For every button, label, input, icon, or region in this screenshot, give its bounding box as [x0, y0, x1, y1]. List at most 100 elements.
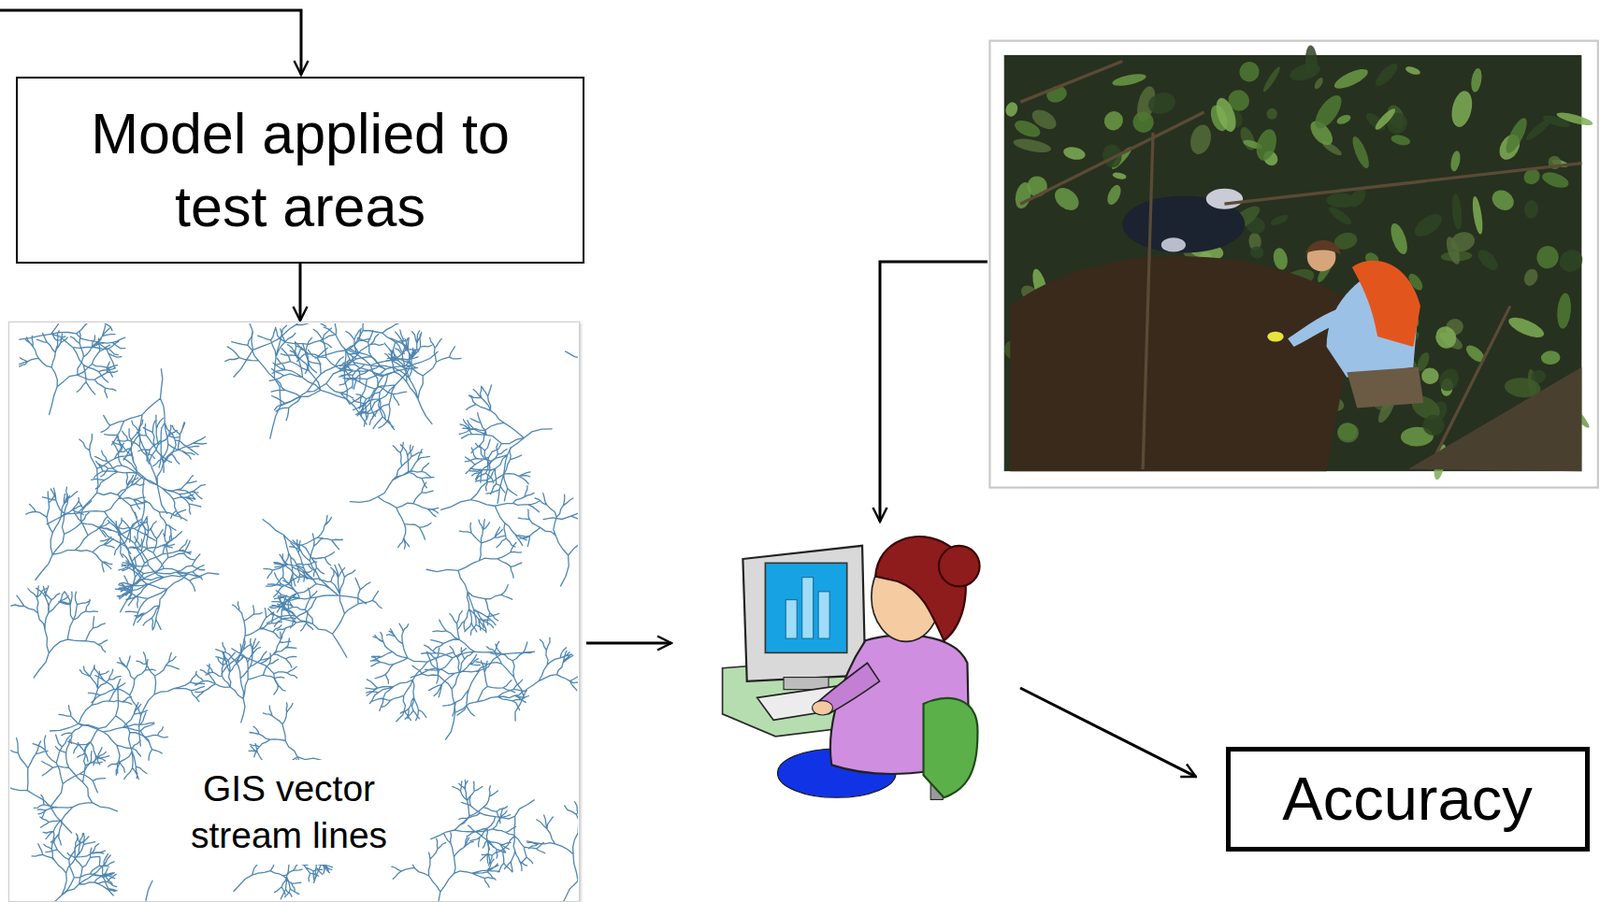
leaf [1271, 246, 1290, 272]
leaf [1331, 65, 1370, 93]
leaf [1523, 200, 1539, 220]
branch [1020, 112, 1204, 204]
stream-line [91, 415, 207, 514]
leaf [1312, 76, 1326, 91]
leaf [1372, 106, 1399, 133]
photo-ground [1004, 55, 1583, 472]
stream-line [426, 519, 522, 636]
leaf [1387, 221, 1412, 257]
branch [1020, 60, 1123, 102]
leaf [1555, 245, 1587, 276]
monitor [742, 546, 865, 682]
leaf [1130, 109, 1157, 136]
leaf [1371, 59, 1401, 89]
stream-line [459, 797, 546, 873]
flow-arrow [586, 642, 672, 646]
leaf [1003, 100, 1020, 119]
leaf [1404, 65, 1422, 77]
leaf [1506, 313, 1547, 342]
stream-line [368, 330, 462, 424]
leaf [1062, 144, 1087, 161]
stream-line [19, 331, 118, 416]
leaf [1534, 244, 1562, 272]
sky-reflection [1161, 237, 1186, 252]
leaf [1421, 367, 1440, 385]
leaf [1100, 107, 1127, 134]
flow-arrow [879, 261, 988, 522]
leaf [1521, 267, 1540, 289]
stream-line [543, 473, 578, 555]
branch [1142, 132, 1154, 470]
leaf [1435, 365, 1463, 395]
chair-back [923, 698, 979, 798]
map-panel: GIS vector stream lines [8, 321, 580, 902]
leaf [1104, 183, 1124, 208]
field-photo [989, 41, 1598, 489]
leaf [1235, 57, 1263, 87]
leaf [1145, 89, 1179, 118]
leaf [1449, 149, 1462, 173]
flow-arrow [299, 263, 303, 321]
stream-line [365, 623, 454, 722]
stream-line [262, 515, 343, 586]
leaf [1268, 213, 1290, 229]
stream-network [10, 323, 578, 902]
bank [1408, 367, 1583, 472]
stream-line [46, 433, 148, 558]
hand [812, 701, 834, 716]
stream-line [225, 325, 354, 439]
leaf [1556, 292, 1573, 331]
leaf [1545, 154, 1563, 173]
stream-line [526, 799, 578, 902]
leaf [1487, 186, 1518, 215]
flow-arrow [0, 10, 302, 75]
hair-bun [938, 546, 981, 588]
stream-line [565, 331, 578, 427]
leaf [1470, 67, 1484, 93]
leaf [1111, 171, 1127, 180]
leaf [1474, 246, 1502, 274]
branch [1224, 163, 1582, 205]
leaf [1011, 136, 1053, 156]
stream-line [269, 323, 384, 425]
photo-frame [989, 41, 1598, 489]
box-label: Model applied to test areas [38, 97, 563, 244]
leaf [1335, 113, 1353, 127]
leaf [1248, 245, 1266, 260]
stream-line [87, 652, 204, 747]
leaf [1110, 72, 1147, 88]
leaf [1540, 350, 1560, 366]
flow-arrow [1020, 688, 1197, 778]
stream-line [266, 563, 382, 658]
leaf [1450, 193, 1463, 231]
leaf [1253, 127, 1281, 163]
analyst-icon [722, 536, 981, 800]
chart-bar [785, 600, 797, 639]
leaf [1420, 412, 1446, 438]
result-box: Accuracy [1225, 747, 1590, 852]
hair [1306, 240, 1341, 256]
leaf [1389, 133, 1412, 147]
leaf [1470, 195, 1485, 235]
leaf [1326, 192, 1356, 209]
stream-line [33, 739, 117, 846]
leaf [1411, 209, 1446, 241]
sky-reflection [1206, 188, 1243, 210]
box-label: Accuracy [1282, 760, 1532, 838]
trousers [1346, 367, 1424, 409]
stream-line [441, 439, 540, 548]
stream-line [26, 487, 116, 580]
leaf [1501, 115, 1531, 157]
screen [764, 562, 847, 653]
leaf [1540, 169, 1572, 191]
leaf [1432, 323, 1460, 352]
chart-bar [802, 577, 814, 639]
stream-line [31, 833, 117, 902]
stream-line [91, 880, 198, 902]
process-box: Model applied to test areas [15, 76, 585, 264]
chart-bar [818, 591, 830, 639]
leaf [1187, 122, 1214, 157]
stream-line [349, 442, 438, 549]
leaf [1212, 95, 1240, 134]
